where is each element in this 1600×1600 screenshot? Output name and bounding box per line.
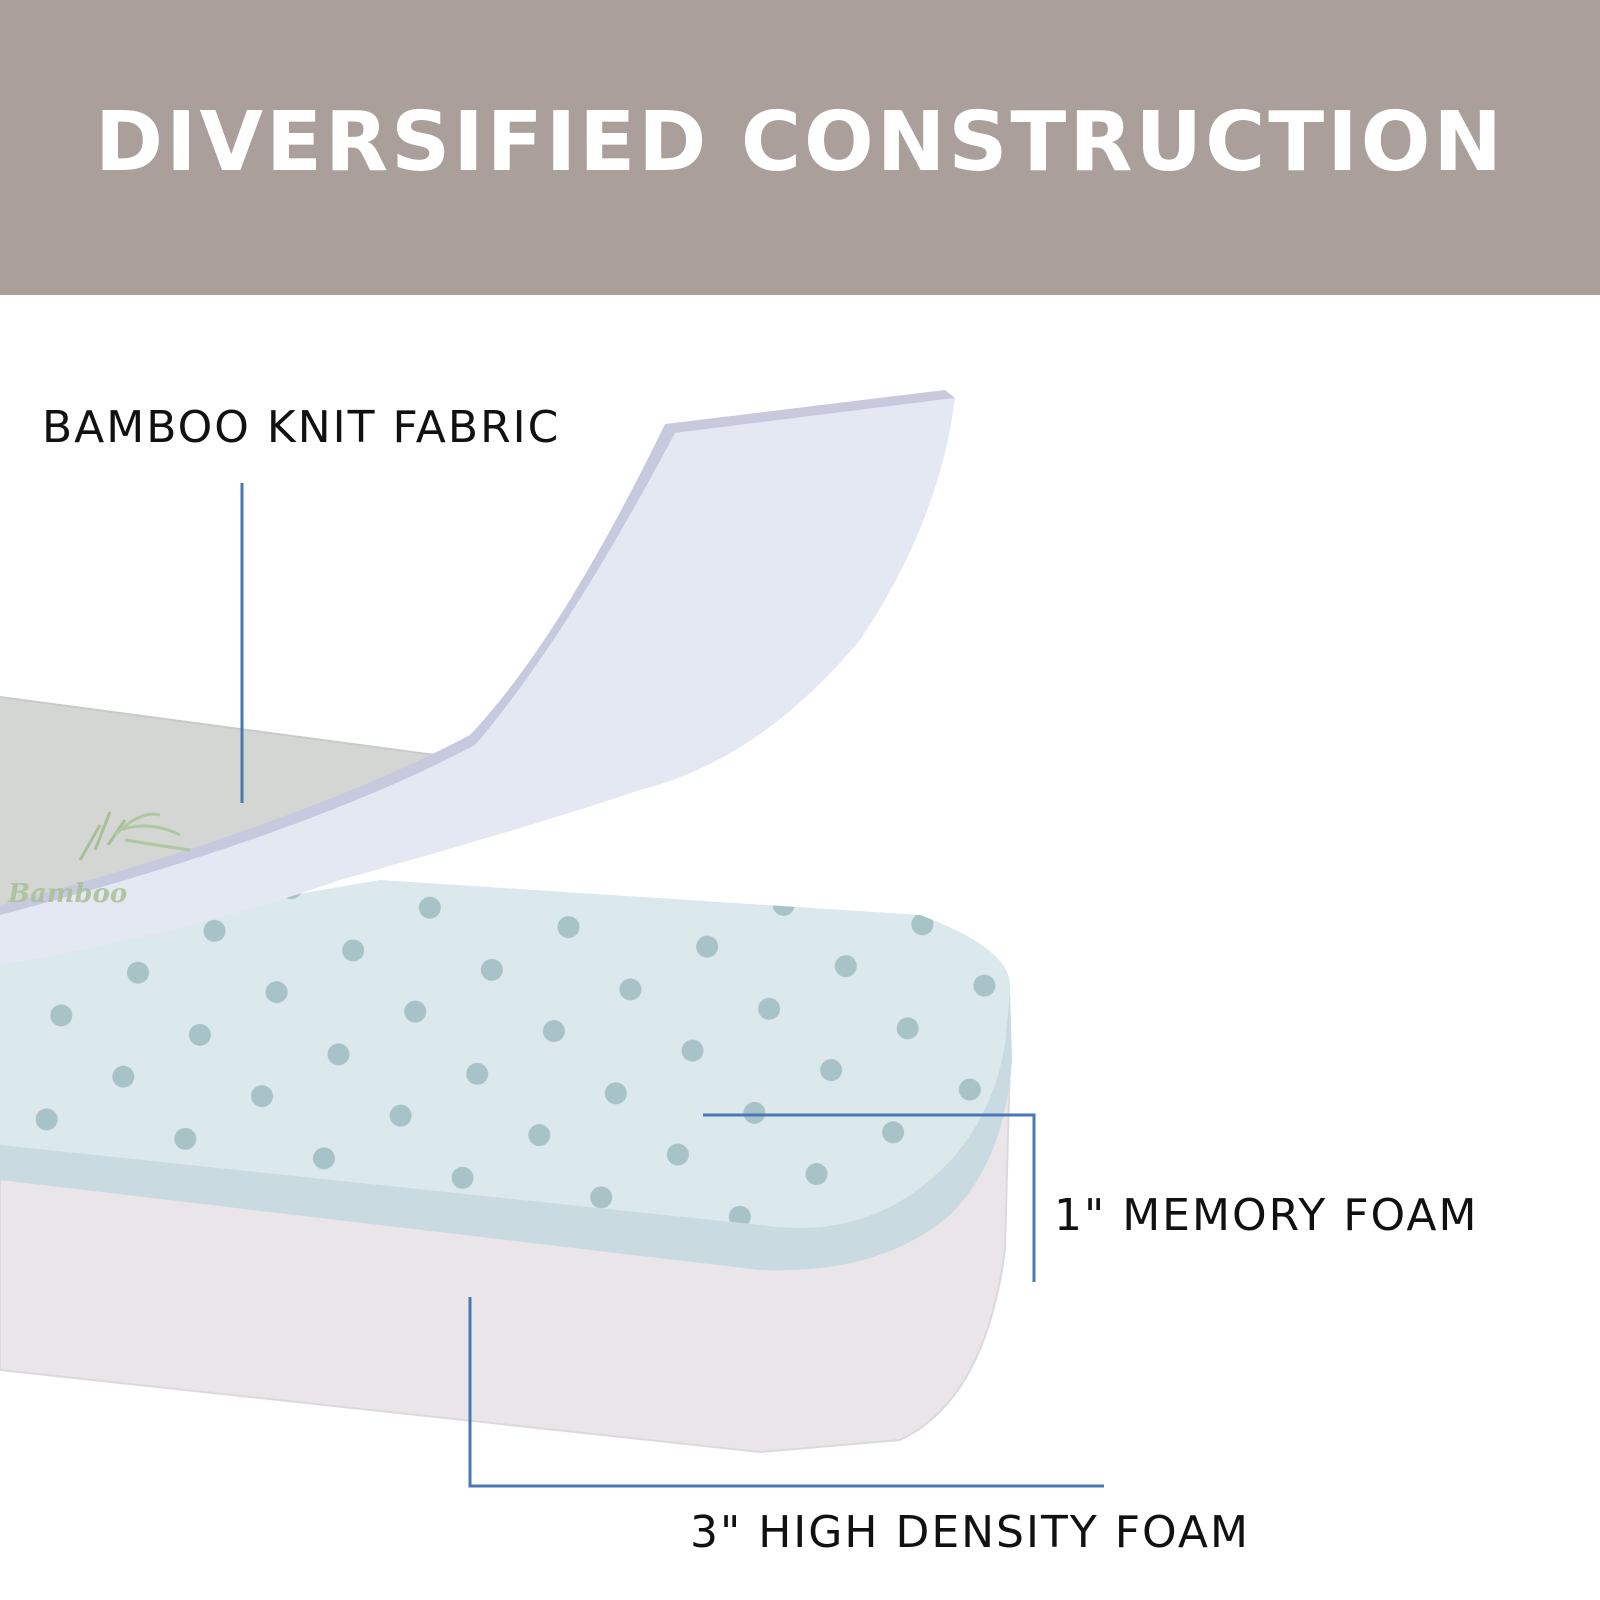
bamboo-logo-text: Bamboo [7, 879, 127, 909]
memory-foam-leader-line [703, 1113, 1036, 1282]
bamboo-fabric-peeled [0, 398, 955, 965]
label-memory-foam: 1" MEMORY FOAM [1054, 1190, 1479, 1241]
bamboo-logo: Bamboo [7, 811, 191, 909]
page-title: DIVERSIFIED CONSTRUCTION [94, 95, 1506, 190]
high-density-leader-line [468, 1297, 1104, 1488]
label-bamboo-knit-fabric: BAMBOO KNIT FABRIC [42, 402, 561, 453]
header-banner: DIVERSIFIED CONSTRUCTION [0, 0, 1600, 295]
high-density-foam-layer [0, 1060, 1010, 1452]
label-high-density-foam: 3" HIGH DENSITY FOAM [690, 1507, 1250, 1558]
